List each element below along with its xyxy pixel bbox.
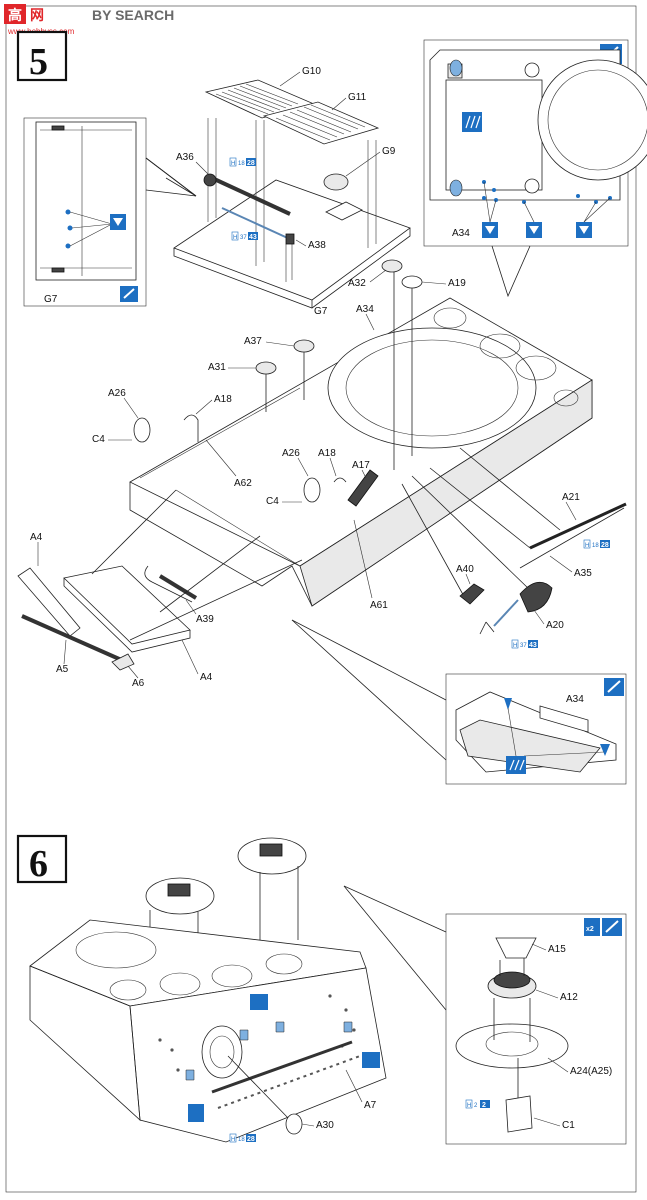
part-g7: G7 — [173, 118, 411, 317]
label-a26-2: A26 — [282, 448, 300, 459]
paint-code: 2 — [474, 1103, 478, 1109]
paint-code: H — [513, 643, 517, 649]
part-hatches — [145, 837, 307, 1004]
paint-icon — [462, 112, 482, 132]
part-g9: G9 — [323, 146, 396, 221]
label-a12: A12 — [560, 992, 578, 1003]
label-a40: A40 — [456, 564, 474, 575]
paint-code: 28 — [601, 542, 609, 549]
paint-icon — [506, 756, 526, 774]
part-a26-right: A26 A18 A17 C4 A61 — [266, 448, 388, 611]
paint-icon — [362, 1052, 380, 1068]
label-g10: G10 — [302, 66, 321, 77]
label-a20: A20 — [546, 620, 564, 631]
step-number: 6 — [29, 843, 48, 885]
part-a38: A38 H 37 43 — [221, 207, 326, 251]
paint-code: H — [233, 235, 237, 241]
label-a15: A15 — [548, 944, 566, 955]
label-a35: A35 — [574, 568, 592, 579]
label-c4-2: C4 — [266, 496, 279, 507]
label-a36: A36 — [176, 152, 194, 163]
paint-code: H — [231, 1137, 235, 1143]
step-number: 5 — [29, 41, 48, 83]
multiplier: x2 — [586, 926, 594, 933]
label-c4: C4 — [92, 434, 105, 445]
label-a26: A26 — [108, 388, 126, 399]
label-a19: A19 — [448, 278, 466, 289]
inset-g7: G7 — [23, 117, 197, 307]
part-front-plate: A4 A5 A6 A4 A39 — [17, 489, 303, 689]
step-6: 6 — [16, 834, 627, 1145]
step-5: 5 G7 — [16, 30, 647, 785]
label-a39: A39 — [196, 614, 214, 625]
label-a62: A62 — [234, 478, 252, 489]
paint-code: 18 — [238, 161, 245, 167]
paint-code: H — [467, 1103, 471, 1109]
paint-code: 18 — [592, 543, 599, 549]
paint-code: 37 — [520, 643, 527, 649]
label-a7: A7 — [364, 1100, 377, 1111]
part-a40-a20: A40 A20 H 37 43 — [401, 475, 564, 649]
label-a38: A38 — [308, 240, 326, 251]
part-a7: A7 — [211, 1040, 377, 1111]
inset-a34: A34 — [423, 39, 647, 298]
label-a30: A30 — [316, 1120, 334, 1131]
hull-rear — [29, 919, 387, 1143]
label-a32: A32 — [348, 278, 366, 289]
label-a6: A6 — [132, 678, 145, 689]
label-a18-2: A18 — [318, 448, 336, 459]
paint-code: 37 — [240, 235, 247, 241]
label-a18: A18 — [214, 394, 232, 405]
watermark-site: 网 — [30, 7, 44, 23]
label-a34: A34 — [452, 228, 470, 239]
hull-deck: A34 — [129, 297, 593, 607]
paint-code: 43 — [249, 234, 257, 241]
paint-callouts-6 — [185, 994, 380, 1122]
paint-code: H — [585, 543, 589, 549]
part-a21-a35: A21 A35 H 18 28 — [429, 447, 627, 579]
label-a21: A21 — [562, 492, 580, 503]
paint-code: 28 — [247, 1136, 255, 1143]
paint-code: H — [231, 161, 235, 167]
step-number-box — [16, 834, 68, 884]
part-a30: A30 H 18 28 — [227, 1055, 334, 1143]
part-g10-g11: G10 G11 — [204, 66, 380, 145]
part-a32-a19: A32 A19 — [348, 259, 466, 470]
label-g9: G9 — [382, 146, 396, 157]
label-a61: A61 — [370, 600, 388, 611]
label-a17: A17 — [352, 460, 370, 471]
label-c1: C1 — [562, 1120, 575, 1131]
inset-a34-bottom: A34 — [291, 619, 627, 785]
part-a26-left: A26 A18 C4 A62 — [92, 388, 252, 489]
paint-icon — [188, 1104, 204, 1122]
page-frame — [5, 5, 637, 1193]
label-a24: A24(A25) — [570, 1066, 612, 1077]
multiplier-badge — [584, 918, 600, 936]
label-g7: G7 — [44, 294, 58, 305]
paint-code: 43 — [529, 642, 537, 649]
inset-hatch-detail: x2 A15 A12 A24(A25) C1 H 2 — [343, 885, 627, 1145]
paint-code: 2 — [482, 1102, 486, 1109]
watermark-logo-icon — [4, 4, 26, 24]
watermark-logo: 高 — [8, 7, 22, 23]
part-a36: A36 H 18 28 — [176, 152, 291, 216]
paint-icon — [250, 994, 268, 1010]
label-a5: A5 — [56, 664, 69, 675]
label-a34-main: A34 — [356, 304, 374, 315]
paint-code: 18 — [238, 1137, 245, 1143]
label-g7-main: G7 — [314, 306, 328, 317]
part-a37-a31: A37 A31 — [208, 336, 315, 412]
label-g11: G11 — [348, 92, 367, 103]
label-a31: A31 — [208, 362, 226, 373]
label-a4: A4 — [30, 532, 43, 543]
paint-code: 28 — [247, 160, 255, 167]
label-a37: A37 — [244, 336, 262, 347]
step-number-box — [16, 30, 68, 82]
label-a4-2: A4 — [200, 672, 213, 683]
label-a34-bottom: A34 — [566, 694, 584, 705]
watermark-search: BY SEARCH — [92, 7, 174, 23]
